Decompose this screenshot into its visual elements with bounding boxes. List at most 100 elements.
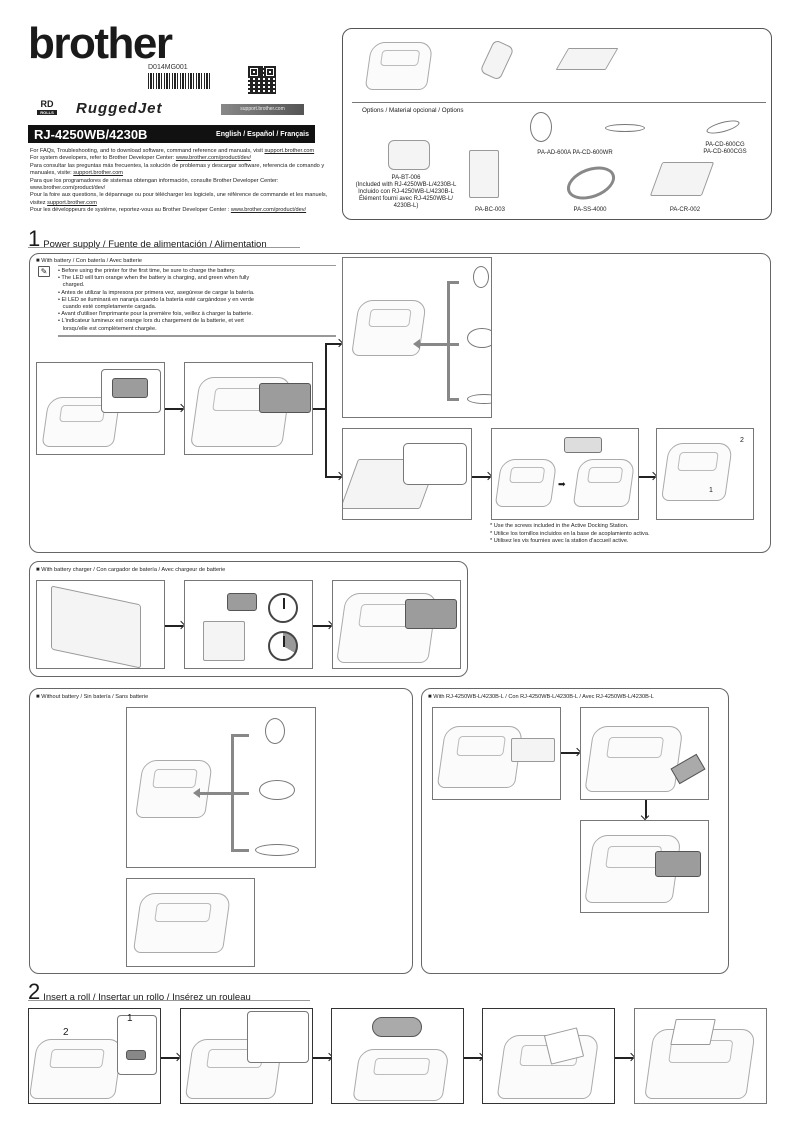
developer-link[interactable]: www.brother.com/product/dev/ xyxy=(175,155,252,162)
clock-end-icon xyxy=(268,631,298,661)
section-title: Power supply / Fuente de alimentación / … xyxy=(43,239,267,250)
option-label-pa-bc-003: PA-BC-003 xyxy=(475,207,505,213)
intro-line: For FAQs, Troubleshooting, and to downlo… xyxy=(30,148,315,154)
section-2-rule xyxy=(28,1000,310,1001)
usb-cable-icon xyxy=(255,844,299,856)
document-code: D014MG001 xyxy=(148,64,188,71)
option-label-pa-ad-600a: PA-AD-600A PA-CD-600WR xyxy=(537,150,613,156)
branch-line xyxy=(325,343,327,477)
support-link[interactable]: support.brother.com xyxy=(264,148,315,154)
intro-line: Para consultar las preguntas más frecuen… xyxy=(30,162,325,177)
with-battery-panel xyxy=(29,253,771,553)
step-label-2: 2 xyxy=(740,437,744,444)
developer-link[interactable]: www.brother.com/product/dev/ xyxy=(230,207,307,214)
model-title-bar: RJ-4250WB/4230B English / Español / Fran… xyxy=(28,125,315,143)
note-line: lorsqu'elle est complètement chargée. xyxy=(58,325,157,332)
support-link[interactable]: support.brother.com xyxy=(73,170,123,177)
option-label-pa-cr-002: PA-CR-002 xyxy=(669,207,701,213)
qr-code[interactable] xyxy=(247,65,277,95)
flow-arrow xyxy=(615,1057,633,1059)
step-label-1: 1 xyxy=(127,1013,133,1024)
option-label-pa-bt-006: PA-BT-006 (Included with RJ-4250WB-L/423… xyxy=(355,175,457,209)
section-number: 1 xyxy=(28,226,41,251)
with-charger-panel xyxy=(29,561,468,677)
ac-adapter-illustration xyxy=(530,112,552,142)
note-line: • Before using the printer for the first… xyxy=(58,268,236,274)
contents-options-panel xyxy=(342,28,772,220)
barcode xyxy=(148,73,210,89)
option-label-pa-ss-4000: PA-SS-4000 xyxy=(573,207,607,213)
step-open-guides xyxy=(180,1008,313,1104)
note-pencil-icon: ✎ xyxy=(38,266,50,277)
step-open-cover: 1 2 xyxy=(28,1008,161,1104)
section-number: 2 xyxy=(28,979,41,1004)
flow-arrow xyxy=(325,476,341,478)
flow-arrow xyxy=(472,476,490,478)
note-line: • L'indicateur lumineux est orange lors … xyxy=(58,318,244,325)
with-charger-title: With battery charger / Con cargador de b… xyxy=(36,567,225,573)
note-line: cuando esté completamente cargada. xyxy=(58,304,157,311)
support-url-pill[interactable]: support.brother.com xyxy=(221,104,304,115)
flow-arrow-down xyxy=(645,800,647,818)
step-dock-printer: 2 1 xyxy=(656,428,754,520)
step-remove-battery-cover xyxy=(36,362,165,455)
flow-arrow xyxy=(325,343,341,345)
step-install-charged-battery xyxy=(332,580,461,669)
brother-logo: brother xyxy=(28,19,173,68)
section-2-heading: 2 Insert a roll / Insertar un rollo / In… xyxy=(28,979,251,1004)
car-adapter-icon xyxy=(259,780,295,800)
languages: English / Español / Français xyxy=(216,130,309,138)
option-label-pa-cd-600cg: PA-CD-600CG PA-CD-600CGS xyxy=(703,142,747,155)
developer-link[interactable]: www.brother.com/product/dev/ xyxy=(30,185,106,192)
section-1-rule xyxy=(28,247,300,248)
flow-arrow xyxy=(161,1057,179,1059)
intro-line: For system developers, refer to Brother … xyxy=(30,155,252,162)
step-label-2: 2 xyxy=(63,1027,69,1038)
step-insert-battery-l xyxy=(580,820,709,913)
step-roll-loaded xyxy=(634,1008,767,1104)
rd-logo-text: RD xyxy=(40,99,54,109)
intro-line: Pour la foire aux questions, le dépannag… xyxy=(30,192,328,206)
section-title: Insert a roll / Insertar un rollo / Insé… xyxy=(43,992,251,1003)
paper-roll-icon xyxy=(372,1017,422,1037)
intro-text: For FAQs, Troubleshooting, and to downlo… xyxy=(30,148,340,215)
model-name: RJ-4250WB/4230B xyxy=(34,126,148,142)
note-line: • Avant d'utiliser l'imprimante pour la … xyxy=(58,311,253,318)
support-link[interactable]: support.brother.com xyxy=(47,199,97,206)
step-insert-roll xyxy=(331,1008,464,1104)
step-cradle-connect xyxy=(342,428,472,520)
with-l-model-panel xyxy=(421,688,729,974)
step-connect-power-options xyxy=(342,257,492,418)
battery-notes: • Before using the printer for the first… xyxy=(58,265,336,337)
step-close-cover xyxy=(482,1008,615,1104)
section-1-heading: 1 Power supply / Fuente de alimentación … xyxy=(28,226,267,251)
step-connect-adapter xyxy=(126,707,316,868)
flow-arrow xyxy=(313,625,331,627)
footnote-line: * Use the screws included in the Active … xyxy=(490,523,629,529)
step-attach-docking: ➡ xyxy=(491,428,639,520)
docking-footnotes: * Use the screws included in the Active … xyxy=(490,523,650,546)
ruggedjet-logo: RuggedJet xyxy=(76,100,163,117)
step-charge-battery xyxy=(184,580,313,669)
battery-pa-bt-006-illustration xyxy=(388,140,430,170)
flow-arrow xyxy=(464,1057,482,1059)
step-remove-sheet-l xyxy=(580,707,709,800)
footnote-line: * Utilisez les vis fournies avec la stat… xyxy=(490,538,629,545)
options-title: Options / Material opcional / Options xyxy=(362,107,464,114)
note-line: charged. xyxy=(58,282,85,289)
intro-line: Para que los programadores de sistemas o… xyxy=(30,177,279,192)
step-label-1: 1 xyxy=(709,487,713,494)
without-battery-title: Without battery / Sin batería / Sans bat… xyxy=(36,694,148,700)
flow-arrow xyxy=(639,476,655,478)
with-l-model-title: With RJ-4250WB-L/4230B-L / Con RJ-4250WB… xyxy=(428,694,654,700)
charger-pa-bc-003-illustration xyxy=(469,150,499,198)
with-battery-title: With battery / Con batería / Avec batter… xyxy=(36,258,142,264)
without-battery-panel xyxy=(29,688,413,974)
step-cradle-power xyxy=(126,878,255,967)
car-cable-illustration xyxy=(605,124,645,132)
flow-arrow xyxy=(313,1057,331,1059)
branch-line xyxy=(313,408,325,410)
flow-arrow xyxy=(561,752,579,754)
intro-line: Pour les développeurs de système, report… xyxy=(30,207,307,214)
footnote-line: * Utilice los tornillos incluidos en la … xyxy=(490,530,650,537)
